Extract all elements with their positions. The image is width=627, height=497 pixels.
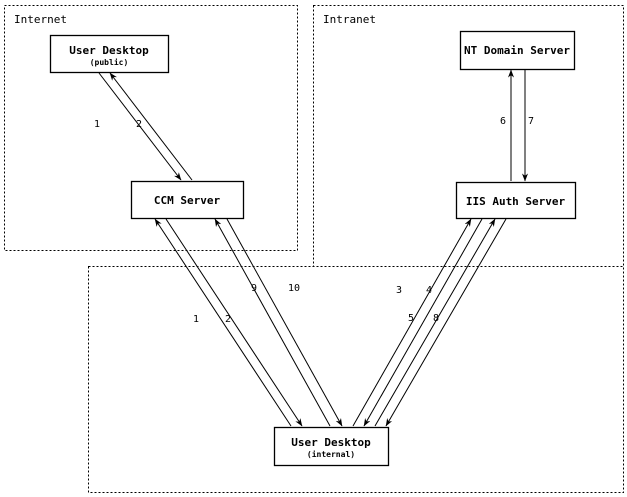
flow-step-label-edge-6: 6 [500,116,506,127]
flow-arrow-edge-3[interactable] [352,218,472,427]
zone-boundaries: Internet Intranet [4,5,624,493]
zone-label-internet: Internet [14,13,67,26]
node-ccm-server[interactable]: CCM Server [130,180,245,220]
zone-internet: Internet [4,5,298,251]
flow-arrow-edge-10[interactable] [226,218,343,427]
node-subtitle-user-desktop-public: (public) [90,57,129,67]
flow-step-labels: 1 2 6 7 1 2 9 10 3 4 5 8 [94,116,534,325]
flow-step-label-edge-2-public: 2 [136,119,142,130]
zone-internal-network [88,266,624,493]
flow-arrow-edge-2-public[interactable] [109,72,193,181]
flow-arrow-edge-1-public[interactable] [98,72,182,181]
node-title-user-desktop-internal: User Desktop [291,436,371,449]
node-box-user-desktop-internal[interactable] [273,426,390,467]
flow-step-label-edge-8: 8 [433,313,439,324]
flow-step-label-edge-5: 5 [408,313,414,324]
node-title-user-desktop-public: User Desktop [69,44,149,57]
node-box-iis-auth-server[interactable] [455,181,577,220]
flow-step-label-edge-9: 9 [251,283,257,294]
flow-step-label-edge-4: 4 [426,285,432,296]
flow-step-label-edge-7: 7 [528,116,534,127]
node-user-desktop-internal[interactable]: User Desktop(internal) [273,426,390,467]
node-title-iis-auth-server: IIS Auth Server [466,195,566,208]
flow-arrow-edge-5[interactable] [374,218,496,427]
flow-step-label-edge-2-internal: 2 [225,314,231,325]
flow-step-label-edge-10: 10 [288,283,300,294]
zone-label-intranet: Intranet [323,13,376,26]
flow-arrows [98,69,528,427]
node-box-ccm-server[interactable] [130,180,245,220]
node-title-nt-domain-server: NT Domain Server [464,44,570,57]
flow-step-label-edge-1-public: 1 [94,119,100,130]
flow-arrow-edge-9[interactable] [214,218,331,427]
node-box-nt-domain-server[interactable] [459,30,576,71]
node-title-ccm-server: CCM Server [154,194,221,207]
flow-arrow-edge-1-internal[interactable] [154,218,292,427]
flow-arrow-edge-8[interactable] [385,218,507,427]
node-subtitle-user-desktop-internal: (internal) [307,449,355,459]
flow-step-label-edge-1-internal: 1 [193,314,199,325]
node-user-desktop-public[interactable]: User Desktop(public) [49,34,170,74]
node-box-user-desktop-public[interactable] [49,34,170,74]
zone-border-internal-network [88,266,624,493]
node-iis-auth-server[interactable]: IIS Auth Server [455,181,577,220]
node-nt-domain-server[interactable]: NT Domain Server [459,30,576,71]
flow-arrow-edge-4[interactable] [363,218,483,427]
zone-border-internet [4,5,298,251]
flow-arrow-edge-2-internal[interactable] [165,218,303,427]
flow-step-label-edge-3: 3 [396,285,402,296]
